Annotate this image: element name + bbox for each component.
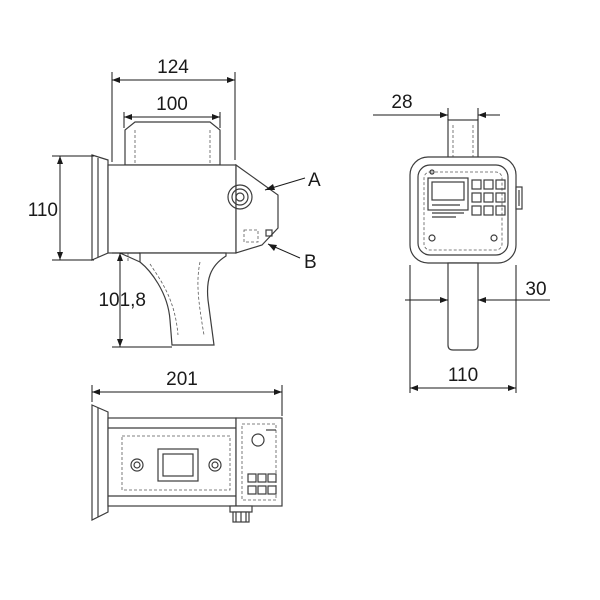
dim-side-height: 110	[28, 200, 58, 221]
side-lens-horn	[91, 154, 109, 261]
dim-front-width: 110	[448, 365, 478, 386]
bottom-rear-box	[235, 417, 283, 507]
side-main-body	[107, 164, 237, 254]
bottom-lens-horn	[91, 404, 109, 521]
side-view	[91, 121, 279, 346]
dim-bottom-length: 201	[166, 369, 198, 390]
side-knob	[227, 184, 253, 210]
front-top-bracket	[447, 119, 479, 161]
bottom-view-dimensions: 201	[91, 369, 283, 416]
dim-side-grip: 101,8	[98, 290, 146, 311]
dim-front-grip: 30	[525, 279, 546, 300]
callout-a: A	[308, 170, 321, 191]
front-view	[409, 119, 523, 351]
front-keypad	[471, 179, 506, 216]
dim-front-top: 28	[391, 92, 412, 113]
side-view-dimensions: 124 100 110 101,8 A B	[28, 57, 321, 348]
bottom-view	[91, 404, 283, 523]
side-top-handle	[124, 121, 221, 166]
side-pistol-grip	[139, 252, 227, 346]
dim-side-top-inner: 100	[156, 94, 188, 115]
bottom-window	[157, 448, 199, 482]
dim-side-top-outer: 124	[157, 57, 189, 78]
callout-b: B	[304, 252, 317, 273]
front-handle	[447, 262, 479, 351]
front-view-dimensions: 28 30 110	[373, 92, 550, 393]
